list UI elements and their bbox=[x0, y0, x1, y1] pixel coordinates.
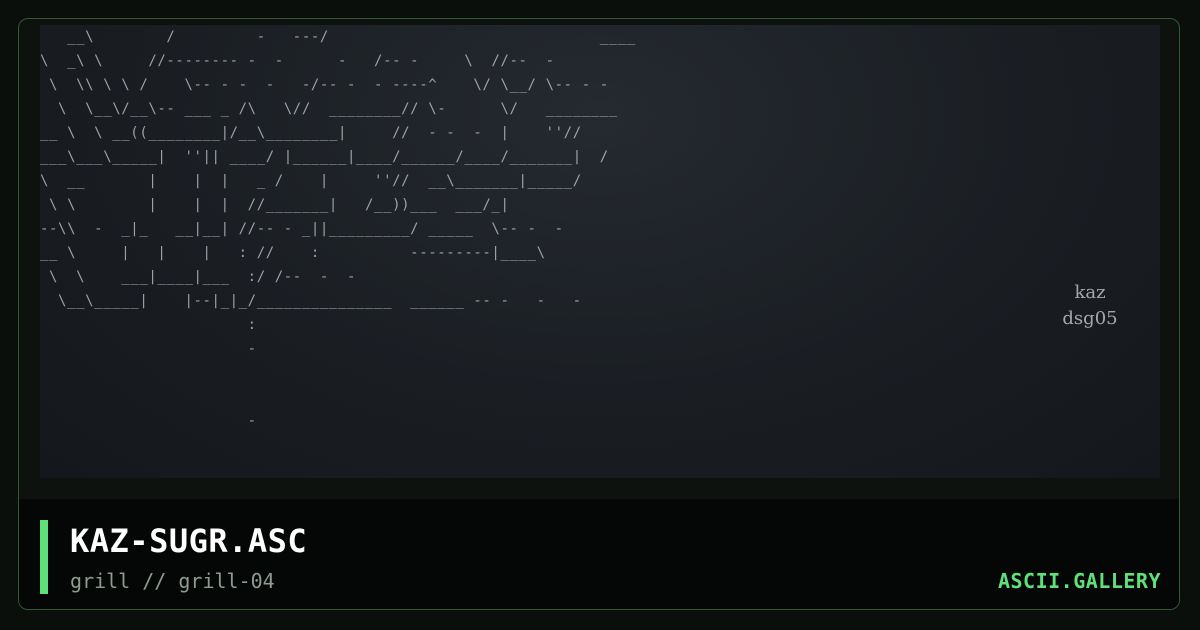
signature-line-2: dsg05 bbox=[1062, 308, 1118, 329]
card-frame: __\ / - ---/ ____ \ _\ \ //-------- - - … bbox=[18, 18, 1180, 610]
art-title: KAZ-SUGR.ASC bbox=[70, 522, 308, 560]
artist-signature: kaz dsg05 bbox=[1050, 280, 1130, 332]
ascii-art-panel: __\ / - ---/ ____ \ _\ \ //-------- - - … bbox=[40, 25, 1160, 478]
signature-line-1: kaz bbox=[1074, 282, 1106, 303]
accent-bar bbox=[40, 520, 48, 594]
ascii-artwork: __\ / - ---/ ____ \ _\ \ //-------- - - … bbox=[40, 29, 636, 429]
art-category-path: grill // grill-04 bbox=[70, 569, 275, 593]
card-footer: KAZ-SUGR.ASC grill // grill-04 ASCII.GAL… bbox=[19, 499, 1179, 609]
site-brand: ASCII.GALLERY bbox=[997, 569, 1161, 593]
